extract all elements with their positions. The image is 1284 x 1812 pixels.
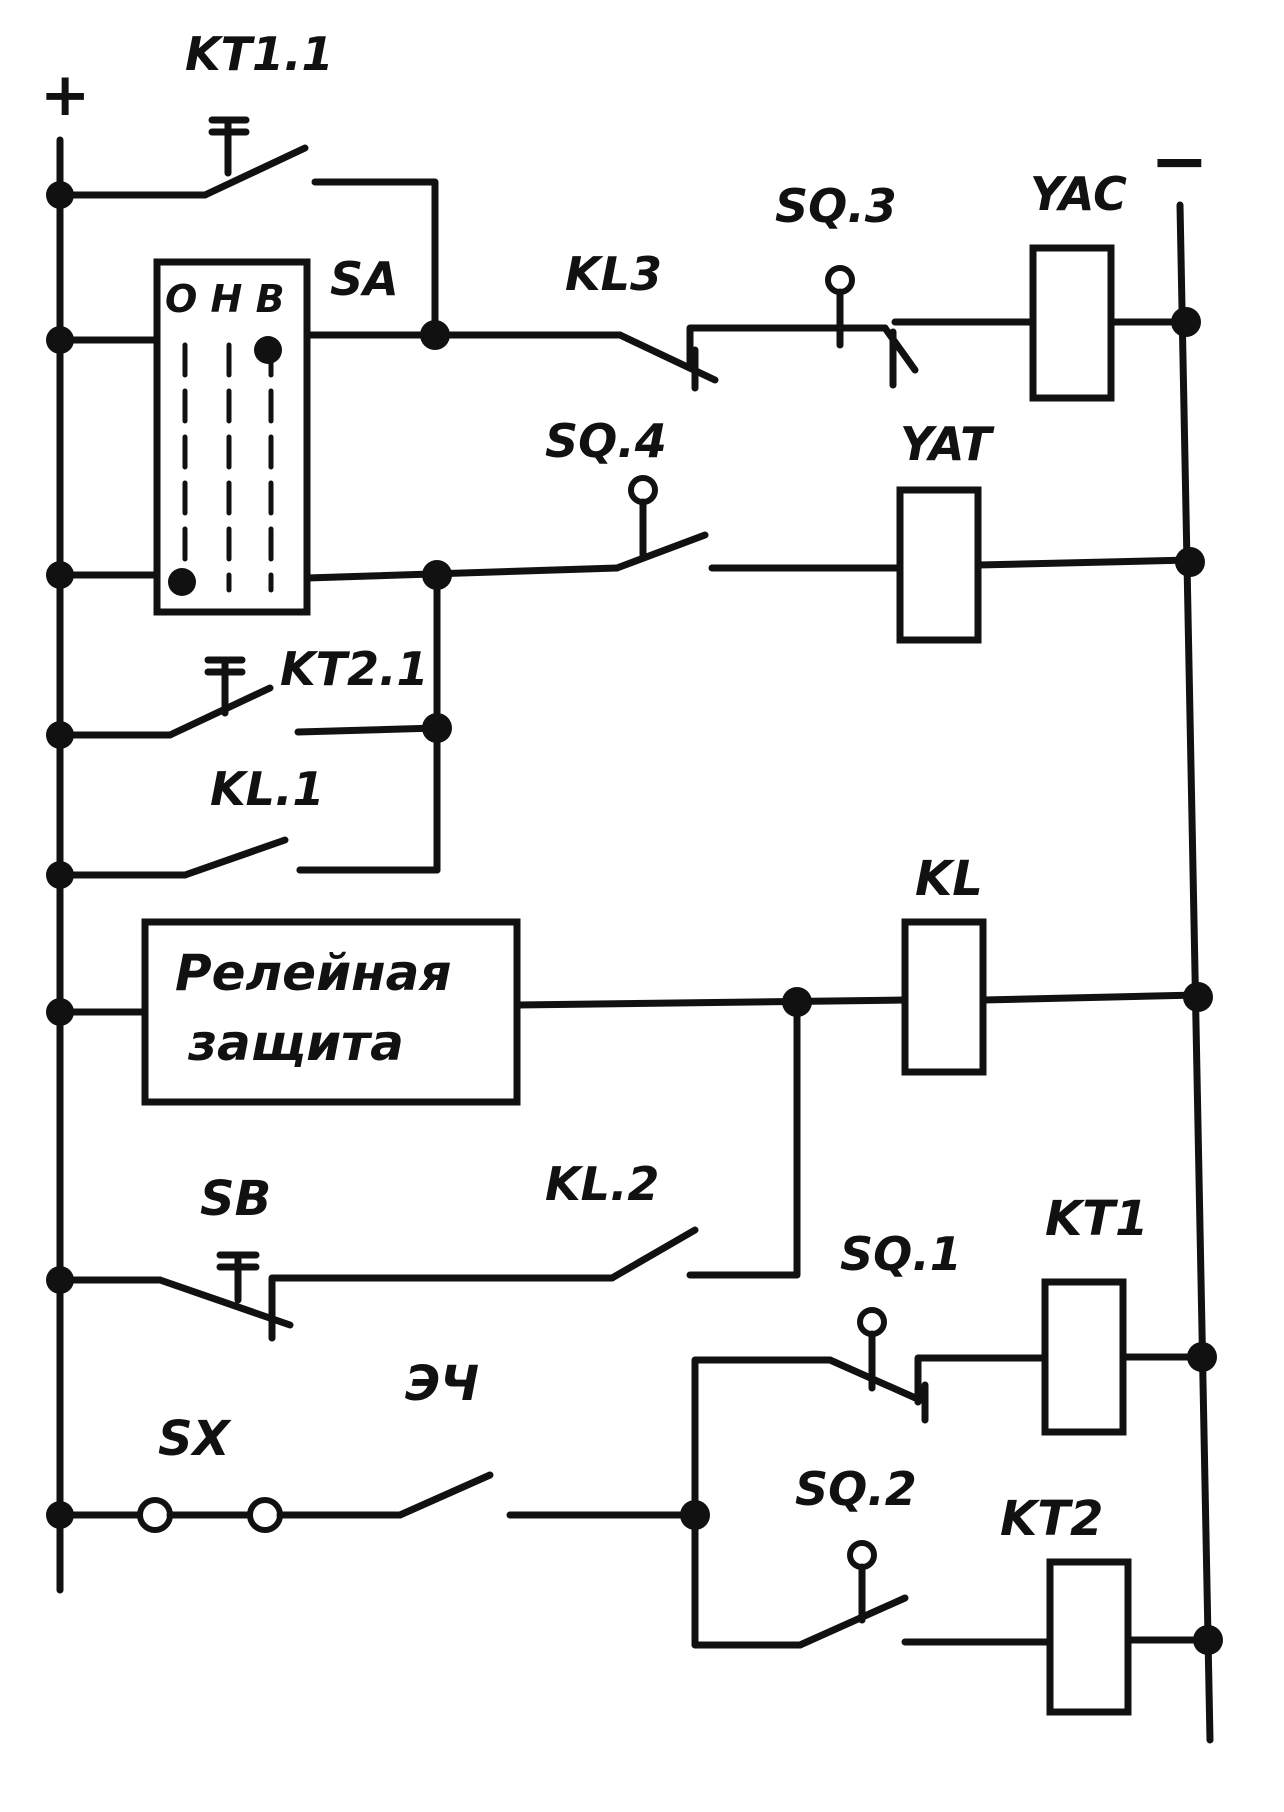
relay-protection-block <box>141 918 521 1106</box>
sx-terminal-2 <box>247 1497 283 1533</box>
sb-label: SB <box>200 1171 271 1227</box>
sa-positions-label: О Н В <box>165 277 285 321</box>
kt2-label: KT2 <box>1000 1491 1103 1547</box>
kt1-1-contact-branch: KT1.1 <box>56 27 439 339</box>
junction-dots <box>46 181 1223 1655</box>
trip-bus-vertical <box>296 571 441 874</box>
sb-kl2-row: SB KL.2 <box>56 1157 699 1342</box>
kl-feed-vertical <box>686 998 801 1279</box>
trip-circuit-row: SQ.4 YAT <box>303 414 1194 644</box>
kt1-1-label: KT1.1 <box>185 27 334 81</box>
kl1-label: KL.1 <box>210 762 324 816</box>
ech-label: ЭЧ <box>405 1356 479 1412</box>
kl3-label: KL3 <box>565 247 662 301</box>
kt1-coil <box>1041 1278 1127 1436</box>
sx-label: SX <box>158 1411 232 1467</box>
kt1-label: KT1 <box>1045 1191 1148 1247</box>
sq1-label: SQ.1 <box>840 1227 962 1281</box>
sa-control-switch: О Н В SA <box>153 252 399 616</box>
kt2-coil <box>1046 1558 1132 1716</box>
kt2-1-label: KT2.1 <box>280 642 429 696</box>
relay-protection-label-2: защита <box>187 1014 404 1072</box>
yac-label: YAC <box>1030 167 1127 221</box>
plus-rail-label: + <box>40 60 90 130</box>
sq2-label: SQ.2 <box>795 1462 917 1516</box>
yat-coil <box>896 486 982 644</box>
kt2-circuit-row: SQ.2 KT2 <box>691 1462 1212 1716</box>
relay-protection-row: Релейная защита KL <box>56 851 1202 1106</box>
sa-label: SA <box>330 252 399 306</box>
kl1-contact-branch: KL.1 <box>56 762 441 879</box>
sq4-label: SQ.4 <box>545 414 667 468</box>
relay-protection-label-1: Релейная <box>175 944 452 1002</box>
sx-terminal-1 <box>137 1497 173 1533</box>
yat-label: YAT <box>900 417 995 471</box>
minus-rail <box>1176 201 1214 1744</box>
kt2-1-contact-branch: KT2.1 <box>56 642 441 739</box>
kl2-label: KL.2 <box>545 1157 659 1211</box>
timer-circuit-row: SX ЭЧ SQ.1 KT1 <box>56 1191 1206 1533</box>
kl-label: KL <box>915 851 983 907</box>
kl-coil <box>901 918 987 1076</box>
sq3-label: SQ.3 <box>775 179 897 233</box>
minus-rail-label: − <box>1150 120 1209 202</box>
closing-circuit-row: KL3 SQ.3 YAC <box>303 167 1189 402</box>
yac-coil <box>1029 244 1115 402</box>
